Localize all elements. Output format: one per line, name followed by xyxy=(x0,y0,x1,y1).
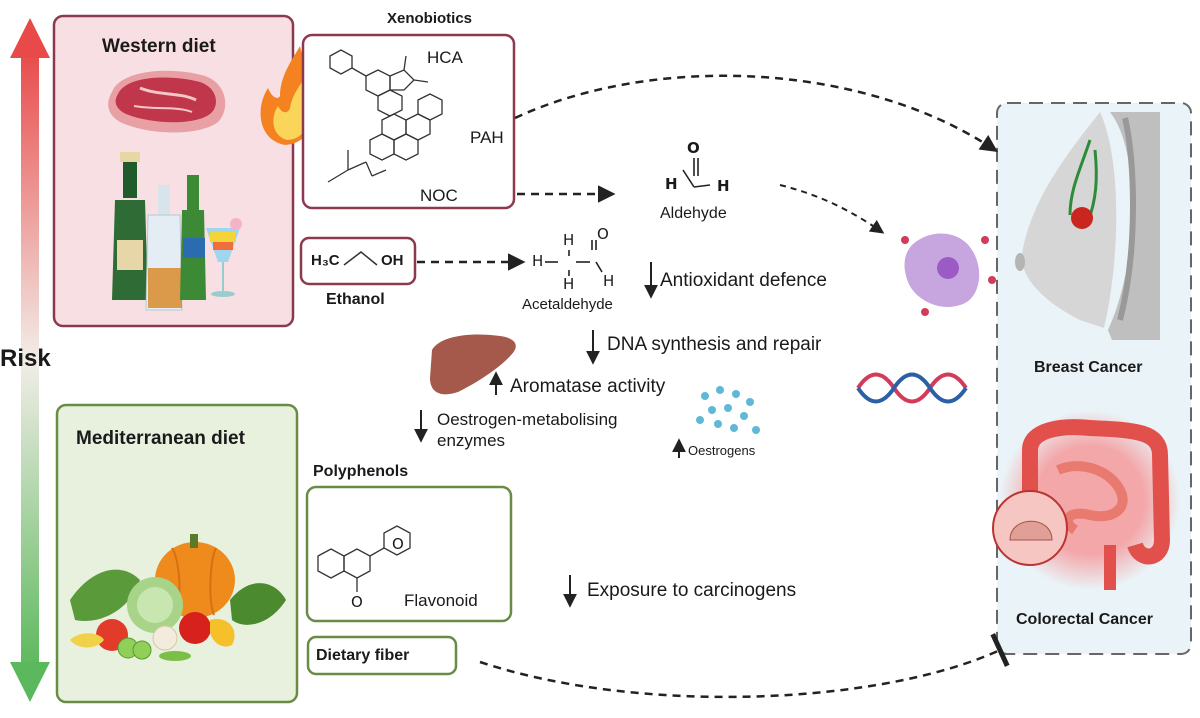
aldehyde-h-right: H xyxy=(717,177,730,195)
risk-axis xyxy=(10,18,50,702)
aldehyde-label: Aldehyde xyxy=(660,205,727,222)
hca-structure xyxy=(329,49,429,117)
risk-down-arrow xyxy=(10,662,50,702)
xenobiotics-title: Xenobiotics xyxy=(387,10,473,27)
flavonoid-structure xyxy=(317,525,411,592)
flavonoid-ring-o: O xyxy=(392,535,404,553)
antioxidant-defence-label: Antioxidant defence xyxy=(660,270,827,291)
oestrogens-icon xyxy=(696,386,760,434)
flavonoid-label: Flavonoid xyxy=(404,591,478,610)
effect-arrows xyxy=(414,262,686,608)
colon-icon xyxy=(992,410,1180,590)
ethanol-formula-right: OH xyxy=(381,252,404,269)
polyphenols-box xyxy=(305,485,513,623)
noc-label: NOC xyxy=(420,186,458,205)
ethanol-formula-left: H₃C xyxy=(311,252,340,269)
ethanol-box xyxy=(299,236,417,286)
colorectal-cancer-label: Colorectal Cancer xyxy=(1016,611,1153,628)
aldehyde-h-left: H xyxy=(665,175,678,193)
aldehyde-o: O xyxy=(687,139,700,157)
acetaldehyde-o: O xyxy=(597,225,609,243)
arrow-aldehyde-to-cell xyxy=(779,184,885,234)
inhibit-fiber-to-colorectal xyxy=(479,633,1010,699)
acetaldehyde-h-top: H xyxy=(563,231,575,249)
xenobiotics-box xyxy=(301,33,516,210)
dna-synthesis-label: DNA synthesis and repair xyxy=(607,334,822,355)
acetaldehyde-h-right: H xyxy=(603,272,615,290)
aldehyde-structure xyxy=(682,158,711,188)
acetaldehyde-h-left: H xyxy=(532,252,544,270)
acetaldehyde-structure xyxy=(545,240,603,276)
polyphenols-title: Polyphenols xyxy=(313,463,409,480)
steak-icon xyxy=(108,70,226,133)
dietary-fiber-label: Dietary fiber xyxy=(316,647,410,664)
mediterranean-diet-title: Mediterranean diet xyxy=(76,428,245,449)
breast-cancer-label: Breast Cancer xyxy=(1034,359,1143,376)
ethanol-label: Ethanol xyxy=(326,291,385,308)
dna-icon xyxy=(856,372,968,404)
hca-label: HCA xyxy=(427,48,463,67)
exposure-label: Exposure to carcinogens xyxy=(587,580,797,601)
western-diet-title: Western diet xyxy=(102,36,216,57)
flavonoid-keto-o: O xyxy=(351,593,363,611)
risk-label: Risk xyxy=(0,345,51,372)
acetaldehyde-label: Acetaldehyde xyxy=(522,296,613,313)
oestrogen-enzymes-line2: enzymes xyxy=(437,431,506,450)
liver-icon xyxy=(430,334,516,395)
acetaldehyde-h-bottom: H xyxy=(563,275,575,293)
pah-label: PAH xyxy=(470,128,504,147)
aromatase-label: Aromatase activity xyxy=(510,376,666,397)
drinks-icon xyxy=(112,152,242,311)
oestrogen-enzymes-line1: Oestrogen-metabolising xyxy=(437,410,618,429)
pah-structure xyxy=(369,93,443,161)
cell-icon xyxy=(901,233,996,316)
risk-up-arrow xyxy=(10,18,50,58)
arrow-xenobiotics-to-breast xyxy=(514,74,998,152)
vegetables-icon xyxy=(70,534,286,661)
dietary-fiber-box xyxy=(306,635,458,676)
noc-structure xyxy=(327,150,387,183)
breast-icon xyxy=(1015,112,1160,340)
flow-arrows xyxy=(417,74,1010,699)
oestrogens-label: Oestrogens xyxy=(688,443,756,458)
